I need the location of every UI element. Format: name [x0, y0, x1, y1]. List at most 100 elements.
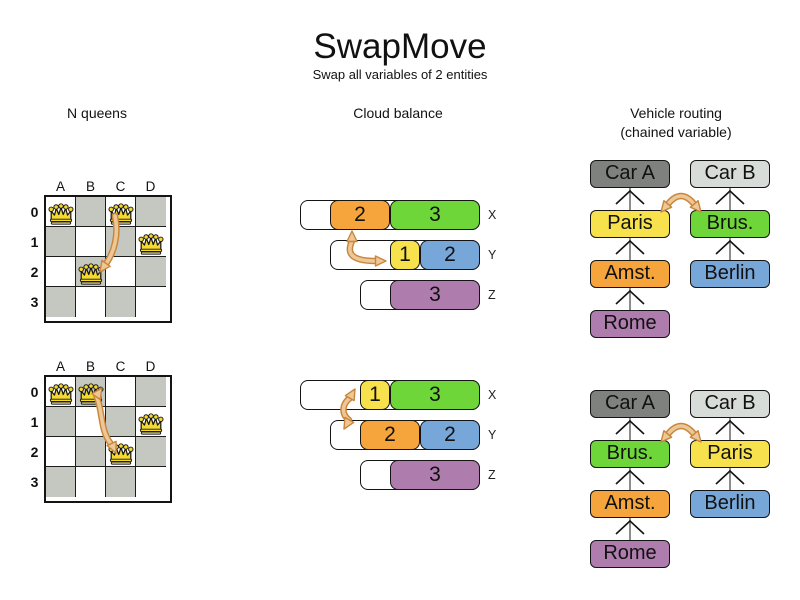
board-cell-D0: [136, 377, 166, 407]
swap-arrow-vrp-after: [666, 424, 696, 436]
vrp-box-cara: Car A: [590, 160, 670, 188]
chain-arrow-connector: [612, 418, 648, 440]
board-row-label: 2: [30, 444, 39, 460]
column-header-cloud-balance: Cloud balance: [353, 105, 443, 121]
vrp-box-rome: Rome: [590, 310, 670, 338]
queen-A0: [47, 201, 75, 226]
board-row-label: 1: [30, 234, 39, 250]
board-column-label: B: [85, 179, 96, 194]
process-block-2-blue: 2: [420, 240, 480, 270]
chain-arrow-connector: [712, 418, 748, 440]
board-row-label: 1: [30, 414, 39, 430]
board-column-label: A: [55, 179, 66, 194]
computer-label-X: X: [488, 388, 497, 402]
queen-icon: [138, 413, 164, 435]
computer-label-Z: Z: [488, 468, 496, 482]
board-cell-A2: [46, 437, 76, 467]
queen-icon: [48, 203, 74, 225]
queen-icon: [138, 233, 164, 255]
vrp-box-amst: Amst.: [590, 490, 670, 518]
board-cell-C3: [106, 287, 136, 317]
vrp-box-carb: Car B: [690, 160, 770, 188]
chain-arrow-connector: [612, 188, 648, 210]
board-cell-B0: [76, 197, 106, 227]
computer-label-Y: Y: [488, 428, 497, 442]
chained-variable-label: (chained variable): [620, 124, 732, 140]
up-arrow-icon: [715, 238, 745, 260]
chain-arrow-connector: [712, 188, 748, 210]
queen-D1: [137, 231, 165, 256]
process-block-1-yellow: 1: [390, 240, 420, 270]
vrp-box-brus: Brus.: [690, 210, 770, 238]
up-arrow-icon: [615, 418, 645, 440]
board-cell-A1: [46, 407, 76, 437]
vrp-box-rome: Rome: [590, 540, 670, 568]
board-column-label: D: [145, 179, 157, 194]
chain-arrow-connector: [712, 238, 748, 260]
board-row-label: 0: [30, 204, 39, 220]
vrp-box-paris: Paris: [690, 440, 770, 468]
queen-C2: [107, 441, 135, 466]
up-arrow-icon: [715, 188, 745, 210]
queen-icon: [78, 263, 104, 285]
board-row-label: 3: [30, 474, 39, 490]
queen-icon: [78, 383, 104, 405]
board-cell-D2: [136, 437, 166, 467]
board-cell-B1: [76, 407, 106, 437]
up-arrow-icon: [715, 468, 745, 490]
queen-icon: [108, 443, 134, 465]
computer-label-Z: Z: [488, 288, 496, 302]
swap-arrow-vrp-before: [666, 194, 696, 206]
vrp-box-berlin: Berlin: [690, 490, 770, 518]
queen-A0: [47, 381, 75, 406]
process-block-1-yellow: 1: [360, 380, 390, 410]
swap-arrow-vrp-after-outline: [664, 422, 698, 438]
queen-icon: [48, 383, 74, 405]
process-block-3-purple: 3: [390, 280, 480, 310]
queen-C0: [107, 201, 135, 226]
board-cell-A3: [46, 287, 76, 317]
chain-arrow-connector: [612, 468, 648, 490]
process-block-3-green: 3: [390, 200, 480, 230]
board-row-label: 3: [30, 294, 39, 310]
computer-label-Y: Y: [488, 248, 497, 262]
process-block-3-purple: 3: [390, 460, 480, 490]
chain-arrow-connector: [612, 238, 648, 260]
board-row-label: 0: [30, 384, 39, 400]
queen-B0: [77, 381, 105, 406]
vrp-box-berlin: Berlin: [690, 260, 770, 288]
board-cell-B1: [76, 227, 106, 257]
board-cell-B3: [76, 467, 106, 497]
computer-label-X: X: [488, 208, 497, 222]
vrp-box-cara: Car A: [590, 390, 670, 418]
vrp-box-carb: Car B: [690, 390, 770, 418]
queen-D1: [137, 411, 165, 436]
vrp-box-amst: Amst.: [590, 260, 670, 288]
up-arrow-icon: [615, 468, 645, 490]
board-column-label: A: [55, 359, 66, 374]
board-cell-A2: [46, 257, 76, 287]
vehicle-routing-label: Vehicle routing: [630, 105, 722, 121]
process-block-3-green: 3: [390, 380, 480, 410]
column-header-nqueens: N queens: [67, 105, 127, 121]
chain-arrow-connector: [612, 288, 648, 310]
swap-arrow-vrp-before-outline: [664, 192, 698, 208]
chain-arrow-connector: [712, 468, 748, 490]
process-block-2-orange: 2: [330, 200, 390, 230]
board-cell-C2: [106, 257, 136, 287]
board-column-label: D: [145, 359, 157, 374]
board-cell-D0: [136, 197, 166, 227]
up-arrow-icon: [615, 188, 645, 210]
process-block-2-blue: 2: [420, 420, 480, 450]
board-cell-B2: [76, 437, 106, 467]
column-header-vehicle-routing: Vehicle routing (chained variable): [606, 104, 746, 142]
up-arrow-icon: [615, 518, 645, 540]
up-arrow-icon: [615, 288, 645, 310]
up-arrow-icon: [615, 238, 645, 260]
board-cell-A3: [46, 467, 76, 497]
up-arrow-icon: [715, 418, 745, 440]
board-column-label: C: [115, 179, 127, 194]
diagram-subtitle: Swap all variables of 2 entities: [312, 67, 488, 82]
board-row-label: 2: [30, 264, 39, 280]
